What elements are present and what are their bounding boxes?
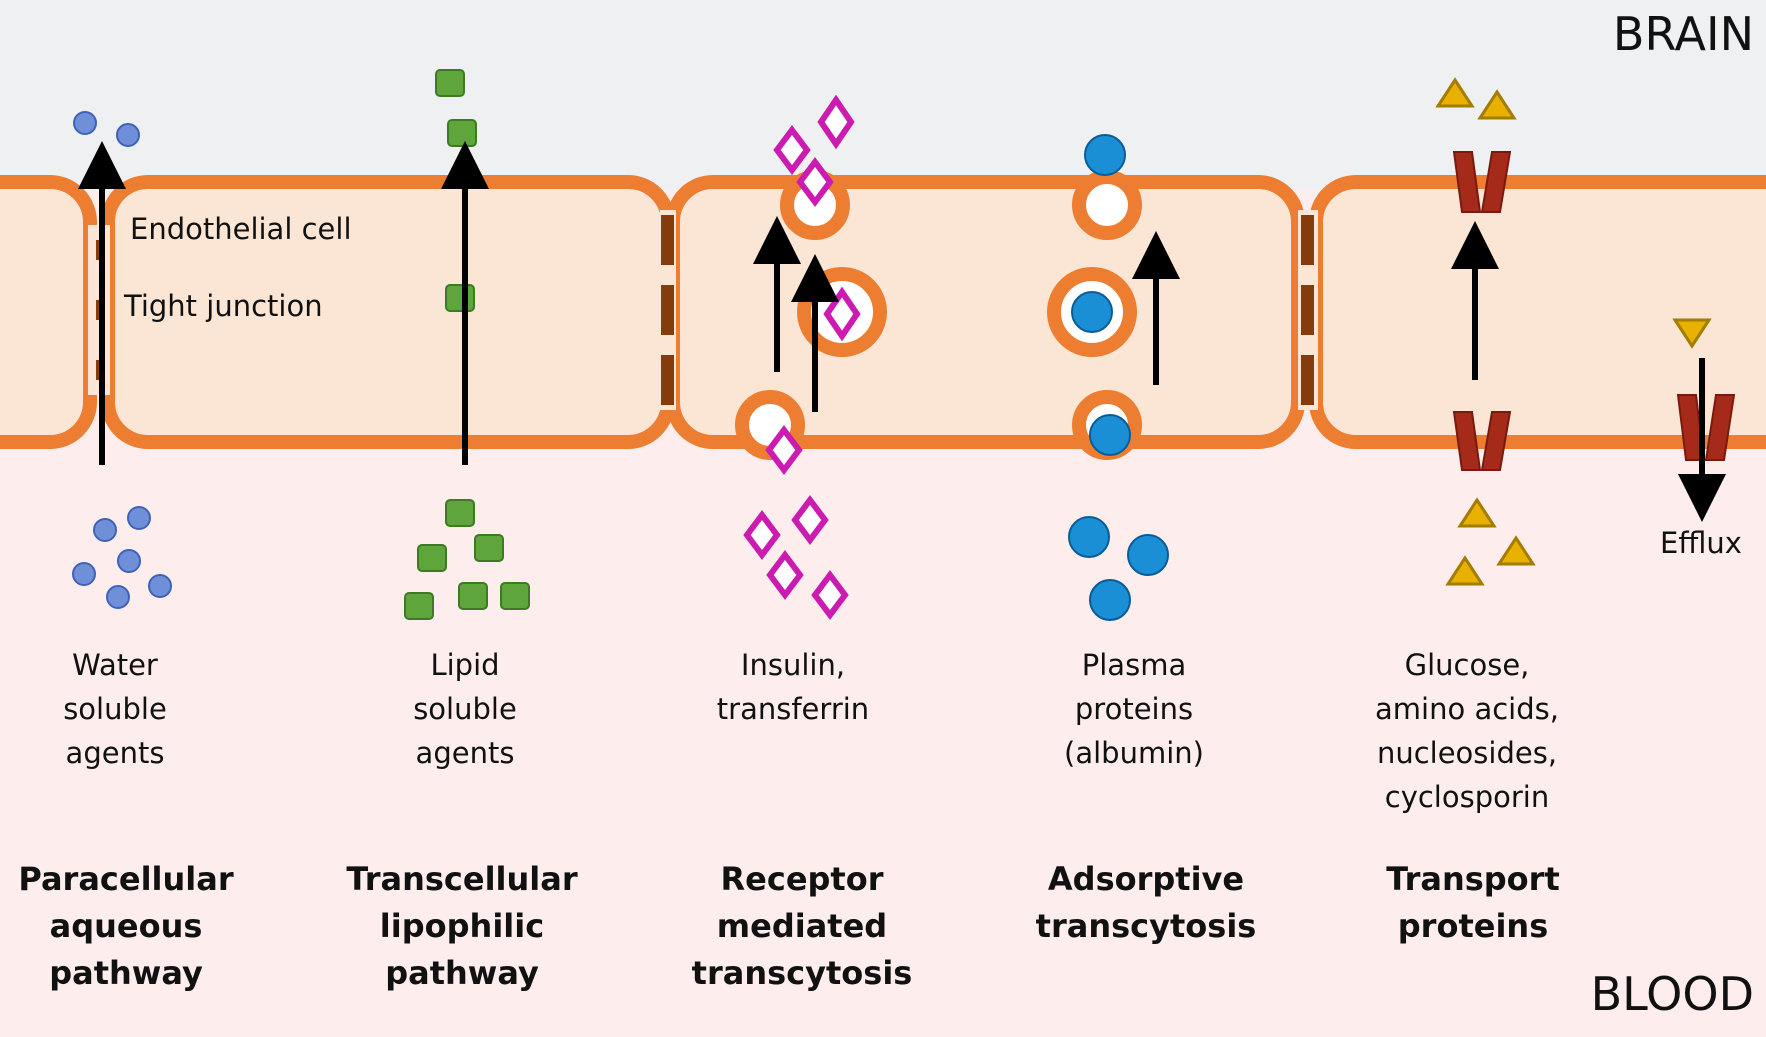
agent-glucose: Glucose, amino acids, nucleosides, cyclo… xyxy=(1375,648,1559,814)
insulin-molecules xyxy=(743,94,861,620)
pathway-adsorptive: Adsorptive transcytosis xyxy=(1035,860,1257,945)
tight-junction-label: Tight junction xyxy=(124,289,323,323)
blood-label: BLOOD xyxy=(1590,967,1754,1021)
agent-water-soluble: Water soluble agents xyxy=(63,648,167,770)
pathway-receptor: Receptor mediated transcytosis xyxy=(691,860,913,992)
agent-lipid-soluble: Lipid soluble agents xyxy=(413,648,517,770)
brain-label: BRAIN xyxy=(1612,7,1754,61)
endothelial-cell-1 xyxy=(0,175,97,449)
pathway-transcellular: Transcellular lipophilic pathway xyxy=(346,860,578,992)
tight-junction-bar xyxy=(1301,285,1314,335)
glucose-molecules xyxy=(1435,77,1712,586)
agent-insulin: Insulin, transferrin xyxy=(716,648,870,726)
tight-junction-bar xyxy=(661,285,674,335)
agent-plasma-proteins: Plasma proteins (albumin) xyxy=(1064,648,1204,770)
endothelial-cell-label: Endothelial cell xyxy=(130,212,352,246)
efflux-label: Efflux xyxy=(1660,526,1742,560)
tight-junction-bar xyxy=(661,215,674,265)
water-soluble-molecules xyxy=(72,111,172,609)
tight-junction-bar xyxy=(1301,355,1314,405)
endothelial-cell-4 xyxy=(1309,175,1766,449)
tight-junction-bar xyxy=(661,355,674,405)
transporters xyxy=(1452,151,1736,471)
pathway-transport: Transport proteins xyxy=(1386,860,1560,945)
adsorptive-vesicles xyxy=(1047,170,1142,460)
tight-junction-bar xyxy=(1301,215,1314,265)
albumin-molecules xyxy=(1068,134,1169,621)
lipid-soluble-molecules xyxy=(404,69,530,620)
pathway-paracellular: Paracellular aqueous pathway xyxy=(18,860,234,992)
